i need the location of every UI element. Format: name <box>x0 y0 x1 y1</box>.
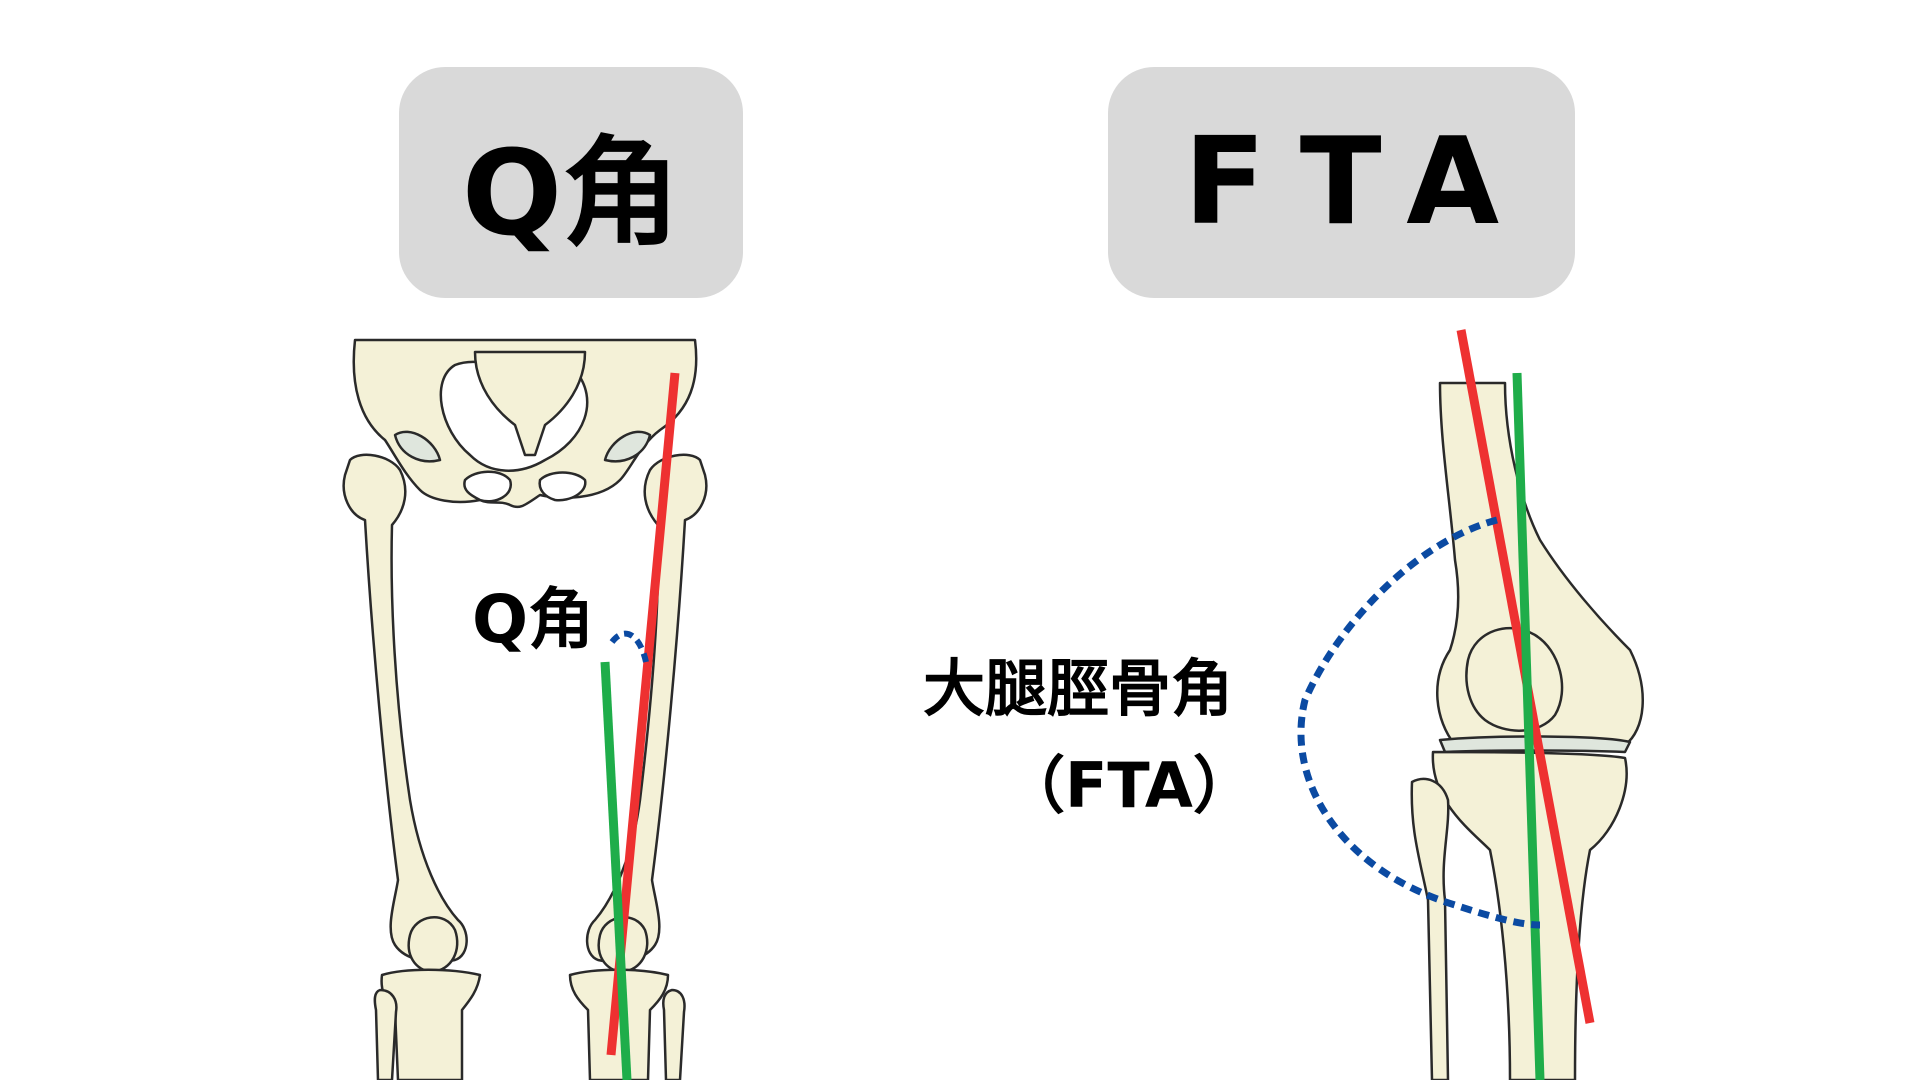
fta-green-line <box>1512 372 1545 1080</box>
pelvis-and-legs <box>342 338 708 1080</box>
patella-left <box>407 916 459 974</box>
femoral-condyle <box>1465 626 1564 732</box>
q-angle-marker <box>609 630 649 663</box>
hip-cartilage-right <box>603 430 652 463</box>
fibula-right <box>662 988 686 1080</box>
fta-angle-marker <box>1297 516 1541 929</box>
obturator-left <box>463 470 512 503</box>
fibula <box>1410 777 1450 1080</box>
q-angle-title: Q角 <box>461 124 681 262</box>
fta-abbrev-label: （FTA） <box>1003 749 1255 822</box>
fta-name-label: 大腿脛骨角 <box>923 652 1234 725</box>
q-angle-green-line <box>600 661 632 1080</box>
femur-left <box>342 453 468 964</box>
q-angle-label: Q角 <box>472 581 595 658</box>
hip-cartilage-left <box>393 430 442 463</box>
fta-title-box: FTA <box>1108 67 1575 298</box>
sacrum <box>473 350 587 457</box>
obturator-right <box>538 471 587 502</box>
fta-title: FTA <box>1183 113 1534 252</box>
q-angle-title-box: Q角 <box>399 67 743 298</box>
fibula-left <box>373 988 398 1080</box>
